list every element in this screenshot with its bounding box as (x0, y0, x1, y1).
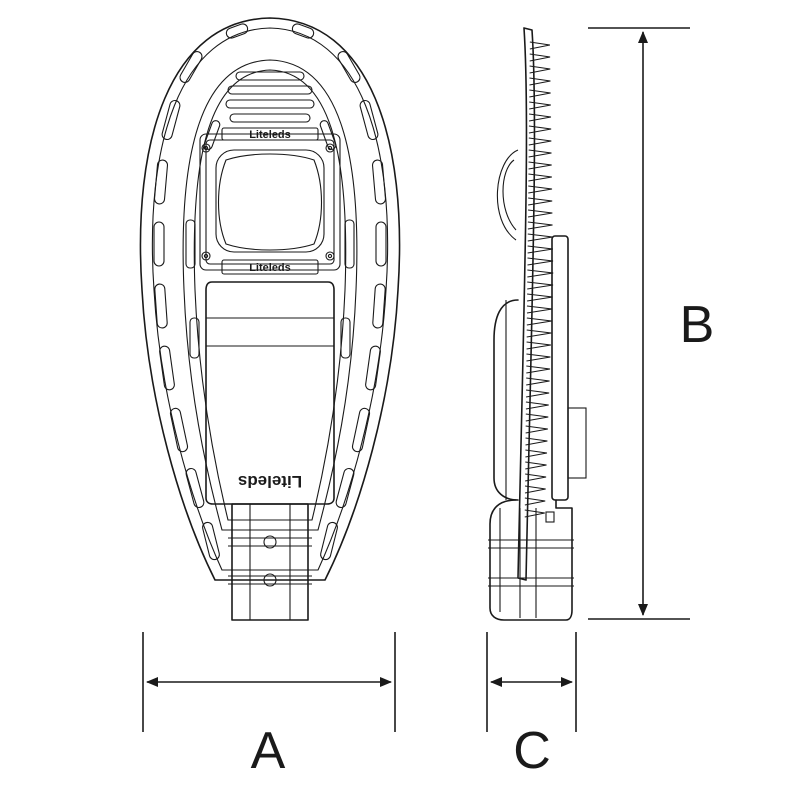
cooling-fin (528, 197, 553, 206)
cooling-fin (526, 365, 551, 374)
side-plate (517, 27, 536, 581)
cooling-fin (529, 53, 551, 62)
dimension-b (588, 27, 690, 620)
cooling-fin (525, 473, 547, 482)
cooling-fin (526, 329, 552, 338)
cooling-fin (528, 137, 552, 146)
front-view: Liteleds Liteleds Liteleds (139, 17, 401, 621)
left-vent-slots (153, 23, 249, 561)
cooling-fin (528, 125, 552, 134)
cooling-fin (527, 293, 553, 302)
dimension-c (486, 632, 577, 732)
cooling-fin (529, 77, 551, 86)
logo-text-driver: Liteleds (238, 472, 302, 491)
cooling-fin (527, 245, 553, 254)
cooling-fin (528, 161, 552, 170)
cooling-fin (528, 149, 552, 158)
top-grille (225, 71, 315, 123)
dimension-a-label: A (251, 722, 286, 780)
dimension-c-label: C (513, 722, 551, 780)
right-vent-slots (291, 23, 387, 561)
logo-text-bottom: Liteleds (249, 262, 291, 274)
cooling-fin (526, 341, 551, 350)
side-view (488, 27, 587, 621)
cooling-fin (528, 173, 552, 182)
cooling-fin (526, 317, 552, 326)
cooling-fin (529, 41, 551, 50)
dimension-a (142, 632, 396, 732)
cooling-fin (529, 101, 551, 110)
cooling-fin (529, 65, 551, 74)
dimension-b-label: B (680, 296, 715, 354)
cooling-fin (528, 185, 553, 194)
cooling-fin (526, 353, 551, 362)
logo-text-top: Liteleds (249, 129, 291, 141)
cooling-fin (527, 281, 554, 290)
cooling-fin (527, 257, 554, 266)
cooling-fin (525, 401, 549, 410)
cooling-fin (527, 209, 553, 218)
cooling-fin (524, 509, 545, 518)
cooling-fin (526, 305, 553, 314)
mounting-neck (228, 503, 312, 621)
cooling-fin (528, 113, 552, 122)
side-rear-tab (567, 407, 587, 479)
cooling-fin (526, 377, 550, 386)
cooling-fin (525, 413, 549, 422)
cooling-fin (525, 425, 548, 434)
driver-box (205, 281, 335, 505)
inner-side-slots (185, 120, 355, 359)
housing-outline (139, 17, 401, 581)
cooling-fin (527, 233, 553, 242)
cooling-fin (527, 269, 554, 278)
cooling-fin (529, 89, 551, 98)
housing-inner-frame-2 (193, 69, 347, 521)
cooling-fin (527, 221, 553, 230)
lens-module (199, 127, 341, 275)
cooling-fin (525, 389, 550, 398)
side-rear-bracket (551, 235, 569, 501)
cooling-fin (524, 485, 546, 494)
side-neck (489, 499, 573, 621)
cooling-fin (525, 437, 548, 446)
cooling-fin (524, 497, 546, 506)
cooling-fin (525, 449, 548, 458)
housing-inner-frame (182, 59, 358, 531)
side-fins (524, 41, 554, 518)
cooling-fin (525, 461, 547, 470)
side-optic-bump (496, 149, 519, 241)
